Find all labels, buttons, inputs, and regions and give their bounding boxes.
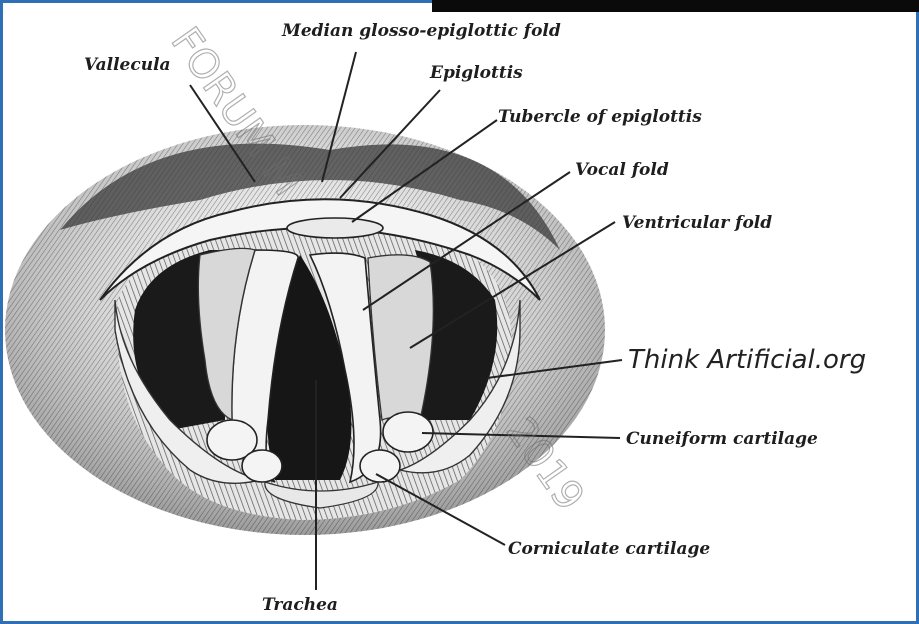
label-median-glosso-epiglottic-fold: Median glosso-epiglottic fold [281, 21, 561, 41]
label-ventricular-fold: Ventricular fold [622, 213, 772, 233]
top-black-bar [432, 0, 919, 12]
label-epiglottis: Epiglottis [429, 63, 523, 83]
label-corniculate-cartilage: Corniculate cartilage [508, 539, 710, 559]
label-vallecula: Vallecula [84, 55, 171, 75]
label-vocal-fold: Vocal fold [575, 160, 669, 180]
label-site-mark: Think Artificial.org [628, 345, 866, 375]
larynx-illustration [5, 125, 605, 535]
label-cuneiform-cartilage: Cuneiform cartilage [626, 429, 818, 449]
label-trachea: Trachea [262, 595, 338, 615]
label-tubercle-of-epiglottis: Tubercle of epiglottis [498, 107, 702, 127]
